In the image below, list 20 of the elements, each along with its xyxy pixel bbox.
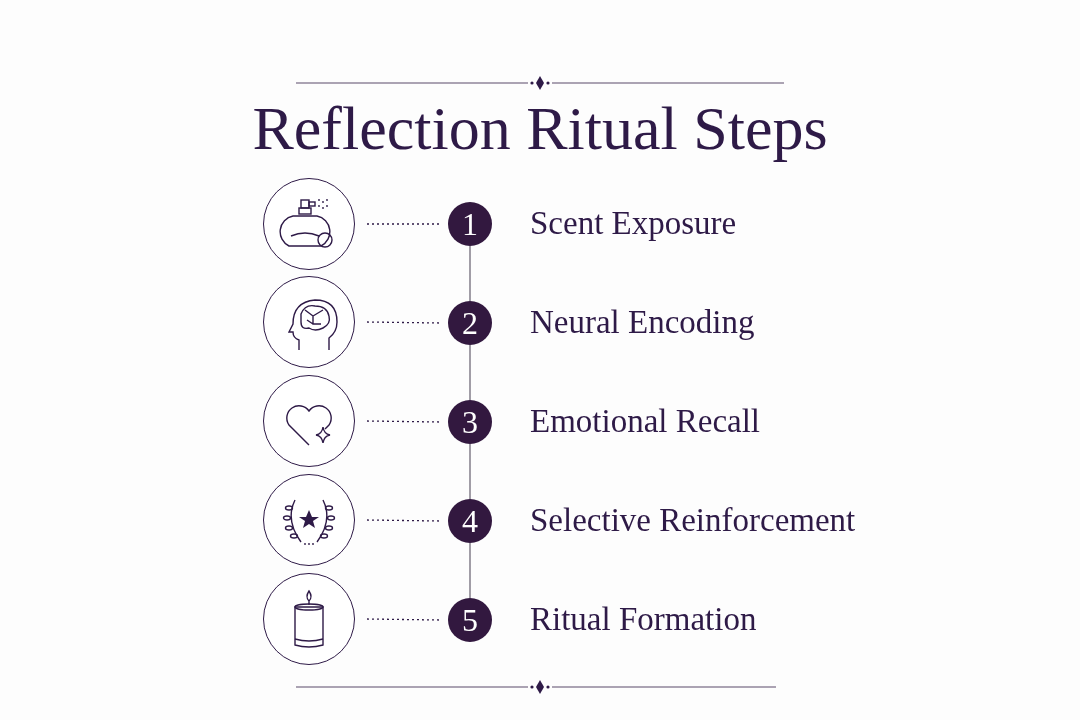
step-number-circle: 4 [448, 499, 492, 543]
step-number-circle: 2 [448, 301, 492, 345]
dotted-connector [366, 223, 441, 225]
step-label: Selective Reinforcement [530, 501, 856, 540]
step-label: Emotional Recall [530, 402, 761, 441]
step-number-circle: 5 [448, 598, 492, 642]
title: Reflection Ritual Steps [251, 93, 829, 164]
dotted-connector [366, 519, 441, 522]
step-label: Neural Encoding [530, 303, 755, 342]
step-number-circle: 1 [448, 202, 492, 246]
dotted-connector [366, 618, 441, 621]
connector-line [469, 344, 471, 401]
step-number-circle: 3 [448, 400, 492, 444]
step-label: Ritual Formation [530, 600, 757, 639]
step-label: Scent Exposure [530, 204, 737, 243]
connector-line [469, 245, 471, 302]
dotted-connector [366, 321, 441, 324]
dotted-connector [366, 420, 441, 423]
connector-line [469, 443, 471, 500]
connector-line [469, 542, 471, 599]
